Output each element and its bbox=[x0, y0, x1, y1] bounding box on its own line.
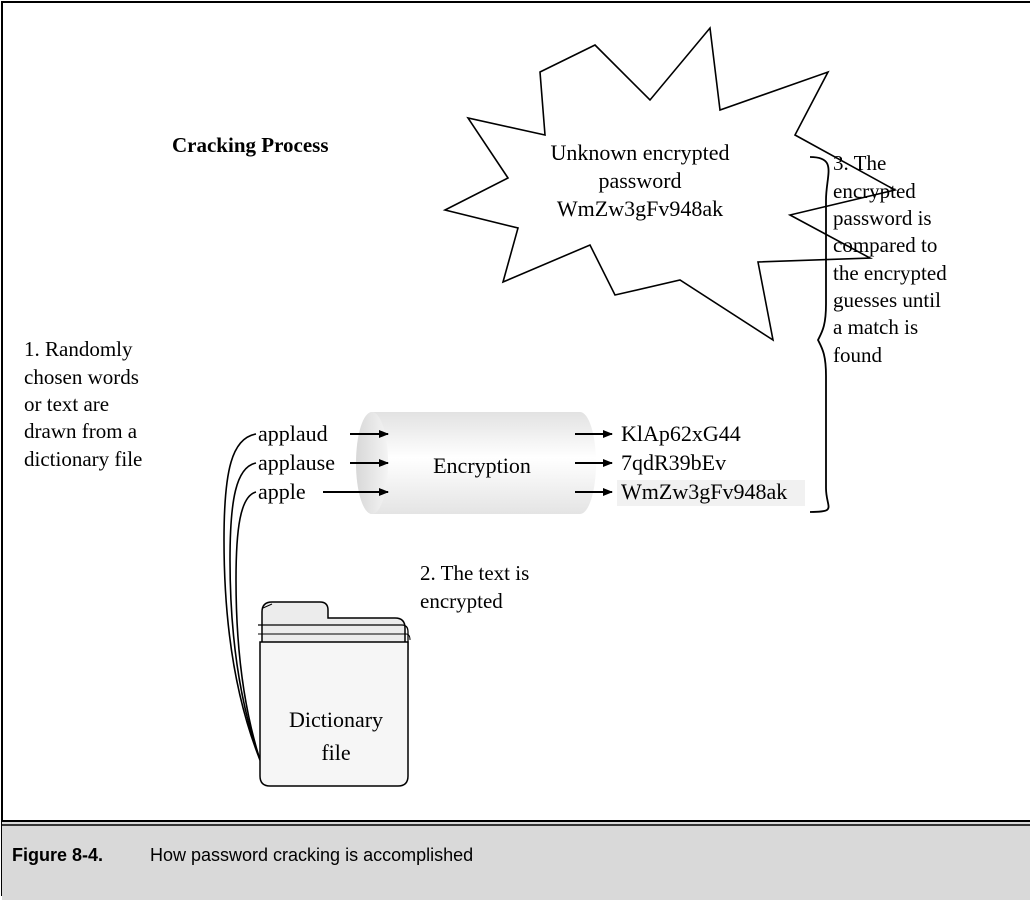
connector-curves bbox=[223, 433, 261, 761]
burst-line-3: WmZw3gFv948ak bbox=[557, 196, 723, 221]
output-arrows bbox=[575, 430, 613, 496]
dictionary-folder-icon: Dictionary file bbox=[258, 601, 411, 787]
step2-line-2: encrypted bbox=[420, 589, 503, 613]
output-1: KlAp62xG44 bbox=[621, 421, 741, 446]
curve-applaud bbox=[223, 433, 261, 761]
word-applaud: applaud bbox=[258, 421, 328, 446]
encryption-label: Encryption bbox=[433, 453, 531, 478]
dictionary-line-1: Dictionary bbox=[289, 707, 383, 732]
input-words: applaud applause apple bbox=[258, 421, 335, 504]
curve-apple bbox=[235, 491, 261, 761]
curve-applause bbox=[229, 462, 261, 761]
encryption-cylinder: Encryption bbox=[356, 412, 596, 514]
diagram-title: Cracking Process bbox=[172, 133, 329, 157]
input-arrows bbox=[323, 430, 389, 496]
step1-note: 1. Randomly chosen words or text are dra… bbox=[24, 337, 142, 471]
comparison-brace bbox=[809, 156, 830, 513]
step3-line-6: guesses until bbox=[833, 288, 941, 312]
output-2: 7qdR39bEv bbox=[621, 450, 726, 475]
step1-line-5: dictionary file bbox=[24, 447, 142, 471]
step3-line-3: password is bbox=[833, 206, 932, 230]
step3-line-5: the encrypted bbox=[833, 261, 947, 285]
step1-line-2: chosen words bbox=[24, 365, 139, 389]
caption-label: Figure 8-4. bbox=[12, 845, 103, 865]
step2-line-1: 2. The text is bbox=[420, 561, 529, 585]
caption-text: How password cracking is accomplished bbox=[150, 845, 473, 865]
step1-line-3: or text are bbox=[24, 392, 109, 416]
step2-note: 2. The text is encrypted bbox=[420, 561, 529, 613]
output-3: WmZw3gFv948ak bbox=[621, 479, 787, 504]
step3-line-4: compared to bbox=[833, 233, 937, 257]
step3-line-7: a match is bbox=[833, 315, 918, 339]
dictionary-line-2: file bbox=[321, 740, 350, 765]
word-apple: apple bbox=[258, 479, 306, 504]
burst-line-2: password bbox=[598, 168, 681, 193]
step3-line-8: found bbox=[833, 343, 882, 367]
step3-line-2: encrypted bbox=[833, 179, 916, 203]
encrypted-outputs: KlAp62xG44 7qdR39bEv WmZw3gFv948ak bbox=[617, 421, 805, 506]
starburst-shape bbox=[442, 26, 898, 342]
word-applause: applause bbox=[258, 450, 335, 475]
burst-line-1: Unknown encrypted bbox=[550, 140, 729, 165]
step1-line-4: drawn from a bbox=[24, 419, 138, 443]
step1-line-1: 1. Randomly bbox=[24, 337, 133, 361]
step3-note: 3. The encrypted password is compared to… bbox=[833, 151, 947, 367]
match-highlight bbox=[617, 480, 805, 506]
caption-bar: Figure 8-4. How password cracking is acc… bbox=[2, 820, 1030, 900]
step3-line-1: 3. The bbox=[833, 151, 886, 175]
unknown-password-burst: Unknown encrypted password WmZw3gFv948ak bbox=[442, 26, 898, 342]
